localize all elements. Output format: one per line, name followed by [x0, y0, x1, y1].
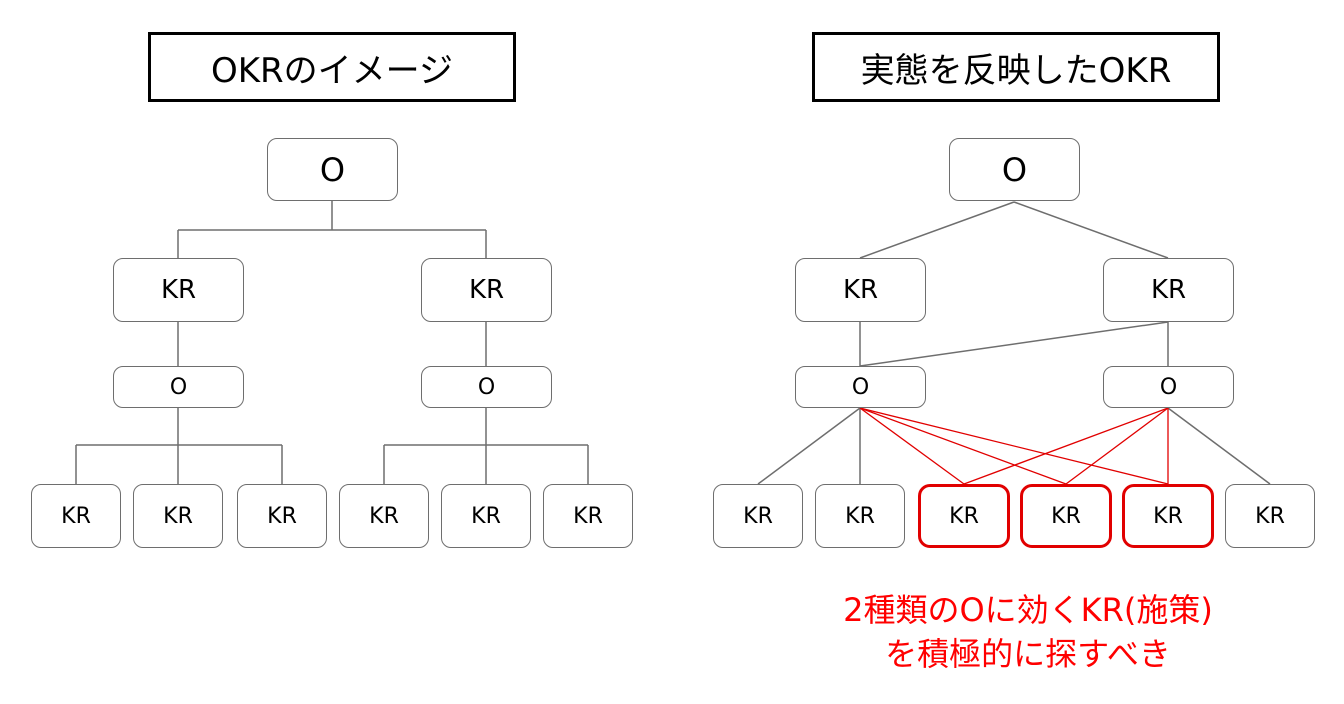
right-leaf-kr-6: KR [1225, 484, 1315, 548]
caption-line-1: 2種類のOに効くKR(施策) [843, 591, 1213, 629]
left-leaf-kr-5: KR [441, 484, 531, 548]
left-leaf-kr-2: KR [133, 484, 223, 548]
red-cross-connectors [859, 407, 1169, 485]
left-title: OKRのイメージ [210, 50, 453, 91]
right-leaf-kr-2: KR [815, 484, 905, 548]
right-kr-node-2: KR [1103, 258, 1234, 322]
left-leaf-kr-1: KR [31, 484, 121, 548]
left-title-box: OKRのイメージ [148, 32, 516, 102]
left-leaf-kr-6: KR [543, 484, 633, 548]
left-tree-connectors [75, 200, 589, 484]
left-kr-node-2: KR [421, 258, 552, 322]
red-caption: 2種類のOに効くKR(施策) を積極的に探すべき [700, 588, 1344, 676]
right-title: 実態を反映したOKR [860, 50, 1172, 91]
left-kr-node-1: KR [113, 258, 244, 322]
right-kr-node-1: KR [795, 258, 926, 322]
caption-line-2: を積極的に探すべき [885, 635, 1171, 673]
left-sub-o-node-2: O [421, 366, 552, 408]
left-leaf-kr-4: KR [339, 484, 429, 548]
right-sub-o-node-1: O [795, 366, 926, 408]
right-tree-connectors [757, 201, 1271, 485]
right-leaf-kr-3-highlighted: KR [918, 484, 1010, 548]
left-top-o-node: O [267, 138, 398, 201]
right-leaf-kr-4-highlighted: KR [1020, 484, 1112, 548]
right-title-box: 実態を反映したOKR [812, 32, 1220, 102]
right-sub-o-node-2: O [1103, 366, 1234, 408]
left-sub-o-node-1: O [113, 366, 244, 408]
right-leaf-kr-1: KR [713, 484, 803, 548]
left-leaf-kr-3: KR [237, 484, 327, 548]
right-top-o-node: O [949, 138, 1080, 201]
right-leaf-kr-5-highlighted: KR [1122, 484, 1214, 548]
